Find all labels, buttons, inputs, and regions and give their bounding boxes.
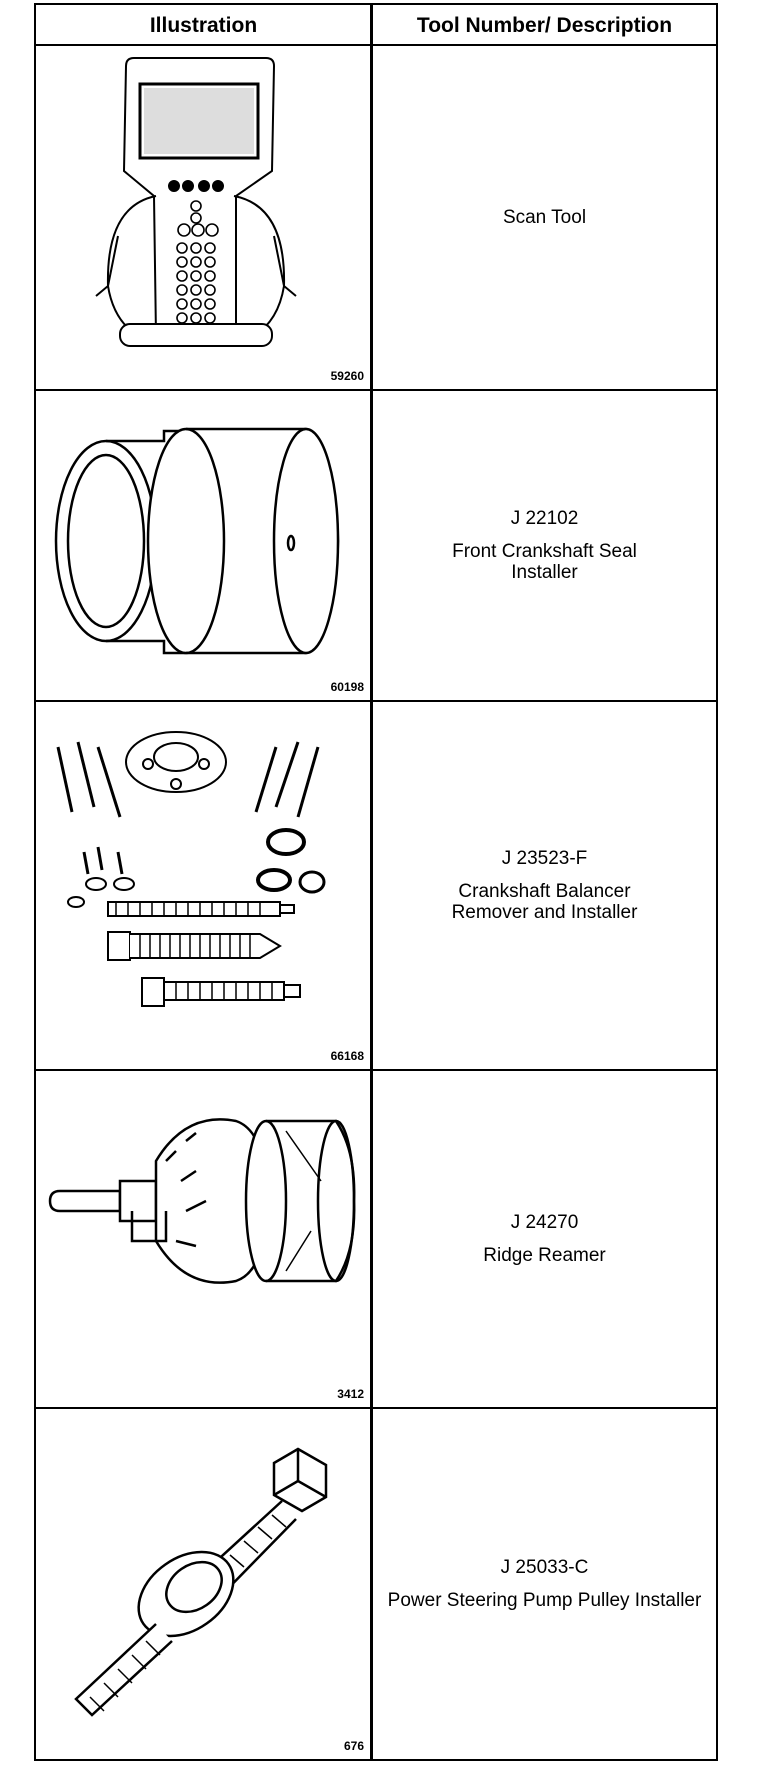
header-tool-description: Tool Number/ Description xyxy=(416,14,673,37)
figure-number: 59260 xyxy=(330,369,364,383)
table-row: 60198 J 22102 Front Crankshaft Seal Inst… xyxy=(36,391,716,702)
tool-number: J 24270 xyxy=(510,1212,579,1233)
tool-number: J 25033-C xyxy=(500,1557,589,1578)
table-row: 676 J 25033-C Power Steering Pump Pulley… xyxy=(36,1409,716,1759)
figure-number: 3412 xyxy=(337,1387,364,1401)
description-cell: J 23523-F Crankshaft Balancer Remover an… xyxy=(373,702,716,1069)
description-cell: J 22102 Front Crankshaft Seal Installer xyxy=(373,391,716,700)
ridge-reamer-icon xyxy=(48,1118,356,1284)
description-cell: Scan Tool xyxy=(373,46,716,389)
header-illustration: Illustration xyxy=(149,14,258,37)
table-row: 3412 J 24270 Ridge Reamer xyxy=(36,1071,716,1409)
description-cell: J 24270 Ridge Reamer xyxy=(373,1071,716,1407)
illustration-cell: 3412 xyxy=(36,1071,370,1407)
illustration-cell: 66168 xyxy=(36,702,370,1069)
tool-number: J 23523-F xyxy=(501,848,588,869)
tool-description: Ridge Reamer xyxy=(483,1245,606,1266)
table-row: 59260 Scan Tool xyxy=(36,46,716,391)
scan-tool-icon xyxy=(95,57,297,347)
figure-number: 66168 xyxy=(330,1049,364,1063)
illustration-cell: 59260 xyxy=(36,46,370,389)
description-cell: J 25033-C Power Steering Pump Pulley Ins… xyxy=(373,1409,716,1759)
tool-description: Front Crankshaft Seal Installer xyxy=(452,541,637,583)
tool-description: Crankshaft Balancer Remover and Installe… xyxy=(451,881,638,923)
figure-number: 676 xyxy=(343,1739,364,1753)
illustration-cell: 676 xyxy=(36,1409,370,1759)
balancer-tool-kit-icon xyxy=(56,731,326,1007)
figure-number: 60198 xyxy=(330,680,364,694)
table-header: Illustration Tool Number/ Description xyxy=(36,5,716,46)
illustration-cell: 60198 xyxy=(36,391,370,700)
table-row: 66168 J 23523-F Crankshaft Balancer Remo… xyxy=(36,702,716,1071)
tool-number: J 22102 xyxy=(510,508,579,529)
seal-installer-icon xyxy=(54,427,340,655)
tool-table: Illustration Tool Number/ Description xyxy=(34,3,718,1761)
tool-description: Scan Tool xyxy=(502,207,587,228)
pulley-installer-icon xyxy=(74,1447,328,1717)
tool-description: Power Steering Pump Pulley Installer xyxy=(387,1590,702,1611)
column-divider xyxy=(370,5,373,1759)
